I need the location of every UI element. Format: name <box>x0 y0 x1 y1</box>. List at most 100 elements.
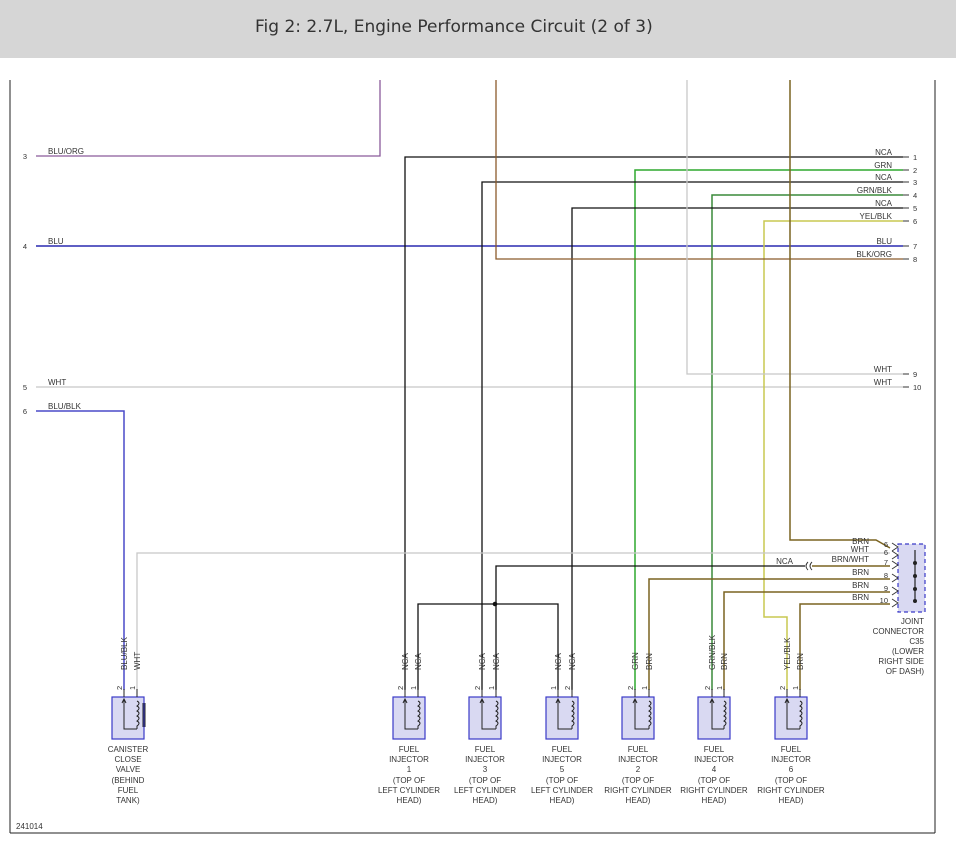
right-pin-number: 4 <box>913 191 917 200</box>
fuel-injector-4-pin-number: 2 <box>703 686 712 690</box>
fuel-injector-3-coil-icon <box>495 700 499 729</box>
fuel-injector-3-wire-label: NCA <box>478 652 487 670</box>
left-wire-label: WHT <box>48 378 66 387</box>
joint-connector-caption: (LOWER <box>892 647 924 656</box>
wire-blu-org <box>36 80 381 157</box>
fuel-injector-6-wire-label: YEL/BLK <box>783 637 792 670</box>
joint-wire-label: BRN <box>852 568 869 577</box>
figure-title: Fig 2: 2.7L, Engine Performance Circuit … <box>255 17 653 37</box>
joint-pin-number: 10 <box>880 596 888 605</box>
fuel-injector-4-pin-number: 1 <box>715 686 724 690</box>
fuel-injector-3-wire-label: NCA <box>492 652 501 670</box>
fuel-injector-1-caption: LEFT CYLINDER <box>378 786 440 795</box>
fuel-injector-5-caption: FUEL <box>552 745 573 754</box>
fuel-injector-2-caption: 2 <box>636 765 641 774</box>
right-wire-label: WHT <box>874 378 892 387</box>
fuel-injector-3-caption: INJECTOR <box>465 755 505 764</box>
fuel-injector-1-caption: (TOP OF <box>393 776 425 785</box>
wire-wht-9 <box>686 80 903 375</box>
fuel-injector-5-caption: (TOP OF <box>546 776 578 785</box>
component-layer <box>111 542 926 740</box>
fuel-injector-2-arrow-icon <box>632 697 638 704</box>
figure-header: Fig 2: 2.7L, Engine Performance Circuit … <box>0 0 956 58</box>
right-wire-label: BLK/ORG <box>856 250 892 259</box>
wire-layer <box>36 80 909 690</box>
joint-pin-chevron <box>891 598 899 608</box>
right-wire-label: GRN <box>874 161 892 170</box>
fuel-injector-2-wire-label: GRN <box>631 652 640 670</box>
fuel-injector-1-caption: FUEL <box>399 745 420 754</box>
fuel-injector-4-caption: 4 <box>712 765 717 774</box>
joint-splice-dot <box>913 587 917 591</box>
fuel-injector-2-caption: FUEL <box>628 745 649 754</box>
right-pin-number: 10 <box>913 383 921 392</box>
fuel-injector-6-caption: 6 <box>789 765 794 774</box>
canister-close-valve-wire-label: WHT <box>133 652 142 670</box>
fuel-injector-1-pin-number: 2 <box>396 686 405 690</box>
joint-pin-chevron <box>891 586 899 596</box>
fuel-injector-5-wire-label: NCA <box>568 652 577 670</box>
left-wire-label: BLU/ORG <box>48 147 84 156</box>
right-pin-number: 9 <box>913 370 917 379</box>
fuel-injector-4-internal-lead <box>711 699 724 730</box>
fuel-injector-4-coil-icon <box>723 700 727 729</box>
diagram-frame <box>9 80 936 834</box>
right-pin-number: 5 <box>913 204 917 213</box>
fuel-injector-1-pin-number: 1 <box>409 686 418 690</box>
joint-pin-number: 6 <box>884 548 888 557</box>
figure-id: 241014 <box>16 822 43 831</box>
fuel-injector-6-internal-lead <box>786 699 800 730</box>
joint-pin-chevron <box>891 550 899 560</box>
fuel-injector-2-pin-number: 1 <box>640 686 649 690</box>
fuel-injector-4-caption: FUEL <box>704 745 725 754</box>
joint-splice-dot <box>913 599 917 603</box>
fuel-injector-4-wire-label: BRN <box>720 653 729 670</box>
fuel-injector-2-body <box>621 696 655 740</box>
left-pin-number: 3 <box>23 152 27 161</box>
fuel-injector-4-wire-label: GRN/BLK <box>708 634 717 670</box>
fuel-injector-1-wire-label: NCA <box>401 652 410 670</box>
fuel-injector-3-pin-number: 2 <box>473 686 482 690</box>
right-pin-number: 3 <box>913 178 917 187</box>
fuel-injector-6-caption: RIGHT CYLINDER <box>757 786 825 795</box>
fuel-injector-6-caption: INJECTOR <box>771 755 811 764</box>
canister-close-valve-caption: (BEHIND <box>112 776 145 785</box>
fuel-injector-2-caption: HEAD) <box>626 796 651 805</box>
wire-brn-top <box>789 80 891 549</box>
fuel-injector-2-caption: INJECTOR <box>618 755 658 764</box>
fuel-injector-6-caption: FUEL <box>781 745 802 754</box>
joint-wire-label: BRN <box>852 581 869 590</box>
joint-connector-body <box>897 543 926 613</box>
fuel-injector-3-caption: HEAD) <box>473 796 498 805</box>
canister-close-valve-caption: CANISTER <box>108 745 149 754</box>
fuel-injector-5-pin-number: 1 <box>549 686 558 690</box>
fuel-injector-6-pin-number: 1 <box>791 686 800 690</box>
right-wire-label: WHT <box>874 365 892 374</box>
left-pin-number: 5 <box>23 383 27 392</box>
wire-nca-5 <box>571 207 903 690</box>
fuel-injector-3-arrow-icon <box>479 697 485 704</box>
canister-close-valve-arrow-icon <box>121 697 127 704</box>
canister-close-valve-internal-lead <box>123 699 137 730</box>
fuel-injector-5-caption: LEFT CYLINDER <box>531 786 593 795</box>
fuel-injector-4-body <box>697 696 731 740</box>
right-pin-number: 1 <box>913 153 917 162</box>
fuel-injector-5-arrow-icon <box>555 697 561 704</box>
right-wire-label: BLU <box>876 237 892 246</box>
fuel-injector-3-caption: LEFT CYLINDER <box>454 786 516 795</box>
fuel-injector-2-caption: (TOP OF <box>622 776 654 785</box>
wire-brn-9 <box>723 591 890 690</box>
fuel-injector-2-pin-number: 2 <box>626 686 635 690</box>
fuel-injector-5-coil-icon <box>571 700 575 729</box>
wire-brn-8 <box>648 578 890 690</box>
wire-wht-canister <box>136 552 890 690</box>
right-wire-label: NCA <box>875 199 893 208</box>
fuel-injector-3-pin-number: 1 <box>487 686 496 690</box>
fuel-injector-2-coil-icon <box>648 700 652 729</box>
fuel-injector-6-wire-label: BRN <box>796 653 805 670</box>
fuel-injector-6-caption: (TOP OF <box>775 776 807 785</box>
fuel-injector-1-arrow-icon <box>402 697 408 704</box>
right-wire-label: YEL/BLK <box>860 212 893 221</box>
canister-close-valve-caption: CLOSE <box>114 755 141 764</box>
